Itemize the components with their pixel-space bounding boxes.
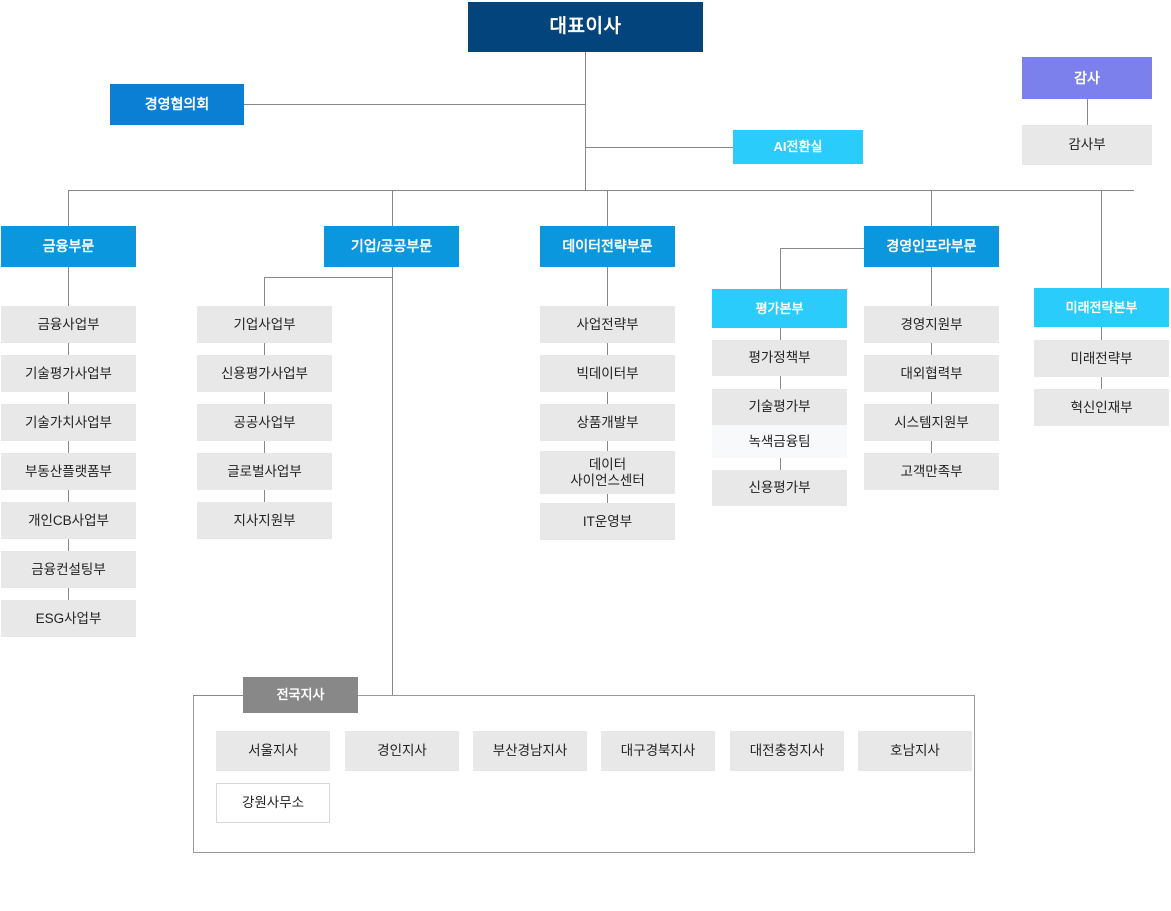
connector-infra-2-3 (931, 392, 932, 404)
node-branch-6[interactable]: 호남지사 (858, 731, 972, 771)
node-corporate-dept-4[interactable]: 글로벌사업부 (197, 453, 332, 490)
connector-infra-1-2 (931, 343, 932, 355)
connector-eval-3-4 (780, 458, 781, 470)
node-evaluation-hq[interactable]: 평가본부 (712, 289, 847, 328)
node-division-data-strategy[interactable]: 데이터전략부문 (540, 226, 675, 267)
connector-drop-future (1101, 190, 1102, 288)
connector-corporate-2-3 (264, 392, 265, 404)
node-corporate-dept-2[interactable]: 신용평가사업부 (197, 355, 332, 392)
node-finance-dept-5[interactable]: 개인CB사업부 (1, 502, 136, 539)
node-evaluation-dept-1[interactable]: 평가정책부 (712, 340, 847, 376)
node-branch-4[interactable]: 대구경북지사 (601, 731, 715, 771)
node-ai-transformation-office[interactable]: AI전환실 (733, 130, 863, 164)
node-evaluation-dept-2[interactable]: 기술평가부 (712, 389, 847, 425)
connector-data-1-2 (607, 343, 608, 355)
connector-finance-2-3 (68, 392, 69, 404)
connector-corporate-4-5 (264, 490, 265, 502)
connector-ceo-stem (585, 52, 586, 104)
connector-drop-infra (931, 190, 932, 226)
connector-corporate-elbow (264, 277, 393, 278)
connector-finance-5-6 (68, 539, 69, 551)
connector-eval-0-1 (780, 328, 781, 340)
connector-future-1-2 (1101, 377, 1102, 389)
node-corporate-dept-1[interactable]: 기업사업부 (197, 306, 332, 343)
node-audit-department[interactable]: 감사부 (1022, 125, 1152, 165)
connector-data-3-4 (607, 441, 608, 451)
node-management-council[interactable]: 경영협의회 (110, 84, 244, 125)
node-finance-dept-4[interactable]: 부동산플랫폼부 (1, 453, 136, 490)
connector-data-4-5 (607, 494, 608, 503)
node-branch-1[interactable]: 서울지사 (216, 731, 330, 771)
connector-finance-6-7 (68, 588, 69, 600)
connector-drop-finance (68, 190, 69, 226)
node-evaluation-team-green-finance[interactable]: 녹색금융팀 (712, 425, 847, 458)
connector-drop-corporate (392, 190, 393, 226)
connector-evaluation-horizontal (780, 248, 932, 249)
node-division-corporate-public[interactable]: 기업/공공부문 (324, 226, 459, 267)
node-corporate-dept-5[interactable]: 지사지원부 (197, 502, 332, 539)
connector-audit-stem (1087, 99, 1088, 125)
connector-corporate-elbow-drop (264, 277, 265, 306)
connector-finance-spine (68, 267, 69, 306)
node-infra-dept-2[interactable]: 대외협력부 (864, 355, 999, 392)
node-future-strategy-hq[interactable]: 미래전략본부 (1034, 288, 1169, 327)
node-data-dept-1[interactable]: 사업전략부 (540, 306, 675, 343)
connector-eval-1-2 (780, 376, 781, 389)
node-branch-7[interactable]: 강원사무소 (216, 783, 330, 823)
node-division-management-infra[interactable]: 경영인프라부문 (864, 226, 999, 267)
node-infra-dept-4[interactable]: 고객만족부 (864, 453, 999, 490)
connector-ceo-stem-2 (585, 104, 586, 147)
node-future-dept-1[interactable]: 미래전략부 (1034, 340, 1169, 377)
node-data-dept-4[interactable]: 데이터 사이언스센터 (540, 451, 675, 494)
node-future-dept-2[interactable]: 혁신인재부 (1034, 389, 1169, 426)
connector-corporate-to-branches (392, 277, 393, 695)
node-branch-3[interactable]: 부산경남지사 (473, 731, 587, 771)
node-branch-2[interactable]: 경인지사 (345, 731, 459, 771)
node-data-dept-3[interactable]: 상품개발부 (540, 404, 675, 441)
node-finance-dept-1[interactable]: 금융사업부 (1, 306, 136, 343)
node-data-dept-5[interactable]: IT운영부 (540, 503, 675, 540)
node-branch-network-head[interactable]: 전국지사 (243, 677, 358, 713)
connector-finance-1-2 (68, 343, 69, 355)
connector-branches-left (193, 695, 243, 696)
connector-drop-data (607, 190, 608, 226)
node-corporate-dept-3[interactable]: 공공사업부 (197, 404, 332, 441)
node-finance-dept-3[interactable]: 기술가치사업부 (1, 404, 136, 441)
connector-ai-horizontal (585, 147, 733, 148)
connector-evaluation-drop (780, 248, 781, 289)
node-division-finance[interactable]: 금융부문 (1, 226, 136, 267)
connector-infra-3-4 (931, 441, 932, 453)
connector-future-0-1 (1101, 327, 1102, 340)
connector-data-spine (607, 267, 608, 306)
connector-finance-3-4 (68, 441, 69, 453)
node-data-dept-2[interactable]: 빅데이터부 (540, 355, 675, 392)
node-branch-5[interactable]: 대전충청지사 (730, 731, 844, 771)
connector-infra-spine (931, 267, 932, 306)
node-finance-dept-6[interactable]: 금융컨설팅부 (1, 551, 136, 588)
node-evaluation-dept-4[interactable]: 신용평가부 (712, 470, 847, 506)
connector-finance-4-5 (68, 490, 69, 502)
connector-corporate-1-2 (264, 343, 265, 355)
connector-ceo-stem-3 (585, 147, 586, 190)
branch-network-frame (193, 695, 975, 853)
node-audit-head[interactable]: 감사 (1022, 57, 1152, 99)
node-finance-dept-7[interactable]: ESG사업부 (1, 600, 136, 637)
connector-main-bus (68, 190, 1134, 191)
node-infra-dept-1[interactable]: 경영지원부 (864, 306, 999, 343)
node-ceo[interactable]: 대표이사 (468, 2, 703, 52)
node-finance-dept-2[interactable]: 기술평가사업부 (1, 355, 136, 392)
connector-data-2-3 (607, 392, 608, 404)
node-infra-dept-3[interactable]: 시스템지원부 (864, 404, 999, 441)
connector-corporate-3-4 (264, 441, 265, 453)
connector-council-horizontal (243, 104, 586, 105)
